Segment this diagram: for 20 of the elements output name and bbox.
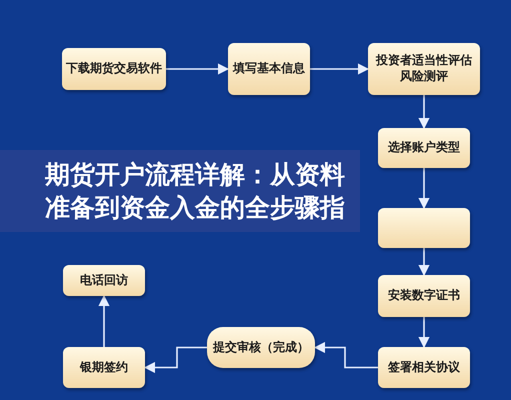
arrow	[418, 168, 430, 210]
process-box: 安装数字证书	[378, 275, 470, 317]
process-box: 填写基本信息	[228, 43, 310, 95]
arrow	[310, 63, 370, 75]
arrow	[418, 317, 430, 348]
process-box: 电话回访	[63, 265, 145, 296]
arrow	[98, 294, 110, 347]
empty-box	[378, 208, 470, 248]
process-box: 下载期货交易软件	[62, 48, 166, 90]
arrow	[144, 346, 207, 374]
process-box: 提交审核（完成）	[207, 327, 315, 368]
arrow	[166, 63, 230, 75]
process-box: 银期签约	[63, 347, 145, 388]
arrow	[418, 95, 430, 130]
arrow	[418, 248, 430, 276]
arrow	[314, 342, 378, 368]
process-box: 签署相关协议	[378, 347, 470, 388]
process-box: 投资者适当性评估风险测评	[368, 43, 480, 95]
title-banner: 期货开户流程详解：从资料准备到资金入金的全步骤指	[0, 150, 360, 232]
process-box: 选择账户类型	[378, 128, 470, 168]
